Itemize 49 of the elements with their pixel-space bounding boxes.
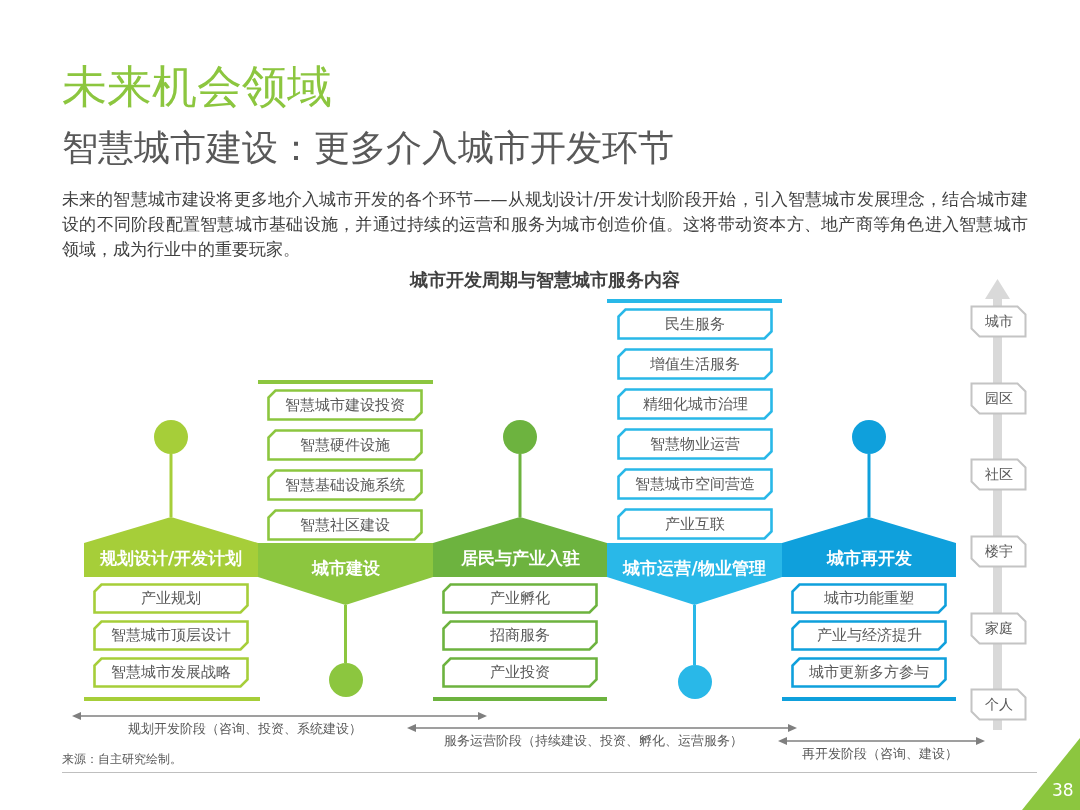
connector-line (518, 454, 522, 517)
connector-line (867, 454, 871, 517)
source-note: 来源：自主研究绘制。 (62, 752, 182, 767)
service-box: 智慧城市发展战略 (93, 657, 249, 688)
service-box: 产业互联 (617, 508, 773, 540)
range-label: 规划开发阶段（咨询、投资、系统建设） (128, 721, 362, 737)
stage-banner: 城市运营/物业管理 (607, 543, 782, 605)
stage-banner: 规划设计/开发计划 (84, 517, 258, 577)
service-box: 民生服务 (617, 308, 773, 340)
circle-marker (852, 420, 886, 454)
level-box: 社区 (970, 458, 1027, 491)
circle-marker (503, 420, 537, 454)
level-box: 家庭 (970, 612, 1027, 645)
page-number: 38 (1052, 780, 1074, 801)
service-box: 智慧城市顶层设计 (93, 620, 249, 651)
subtitle: 智慧城市建设：更多介入城市开发环节 (62, 126, 674, 170)
page-title: 未来机会领域 (62, 60, 332, 114)
service-box: 产业与经济提升 (791, 620, 947, 651)
service-box: 智慧社区建设 (267, 509, 423, 541)
level-box: 个人 (970, 688, 1027, 721)
connector-line (169, 454, 173, 517)
service-box: 产业投资 (442, 657, 598, 688)
service-box: 招商服务 (442, 620, 598, 651)
service-box: 精细化城市治理 (617, 388, 773, 420)
service-box: 智慧基础设施系统 (267, 469, 423, 501)
stage-banner: 居民与产业入驻 (433, 517, 607, 577)
range-label: 再开发阶段（咨询、建设） (802, 746, 958, 762)
service-box: 智慧物业运营 (617, 428, 773, 460)
service-box: 智慧城市空间营造 (617, 468, 773, 500)
level-box: 城市 (970, 305, 1027, 338)
service-box: 产业规划 (93, 583, 249, 614)
service-box: 智慧硬件设施 (267, 429, 423, 461)
service-box: 城市功能重塑 (791, 583, 947, 614)
intro-paragraph: 未来的智慧城市建设将更多地介入城市开发的各个环节——从规划设计/开发计划阶段开始，引入智慧城市发展理念，结合城市建设的不同阶段配置智慧城市基础设施，并通过持续的运营和服务为城市创造价值。这将带动资本方、地产商等角色进入智慧城市领域，成为行业中的重要玩家。 (62, 188, 1028, 261)
connector-line (344, 605, 347, 663)
level-box: 园区 (970, 382, 1027, 415)
service-box: 增值生活服务 (617, 348, 773, 380)
stage-banner: 城市再开发 (782, 517, 956, 577)
connector-line (693, 605, 696, 665)
circle-marker (154, 420, 188, 454)
circle-marker (677, 665, 712, 699)
stage-banner: 城市建设 (258, 543, 433, 605)
service-box: 城市更新多方参与 (791, 657, 947, 688)
chart-title: 城市开发周期与智慧城市服务内容 (410, 269, 680, 291)
circle-marker (328, 663, 363, 697)
service-box: 智慧城市建设投资 (267, 389, 423, 421)
level-box: 楼宇 (970, 535, 1027, 568)
service-box: 产业孵化 (442, 583, 598, 614)
range-label: 服务运营阶段（持续建设、投资、孵化、运营服务） (443, 733, 743, 749)
